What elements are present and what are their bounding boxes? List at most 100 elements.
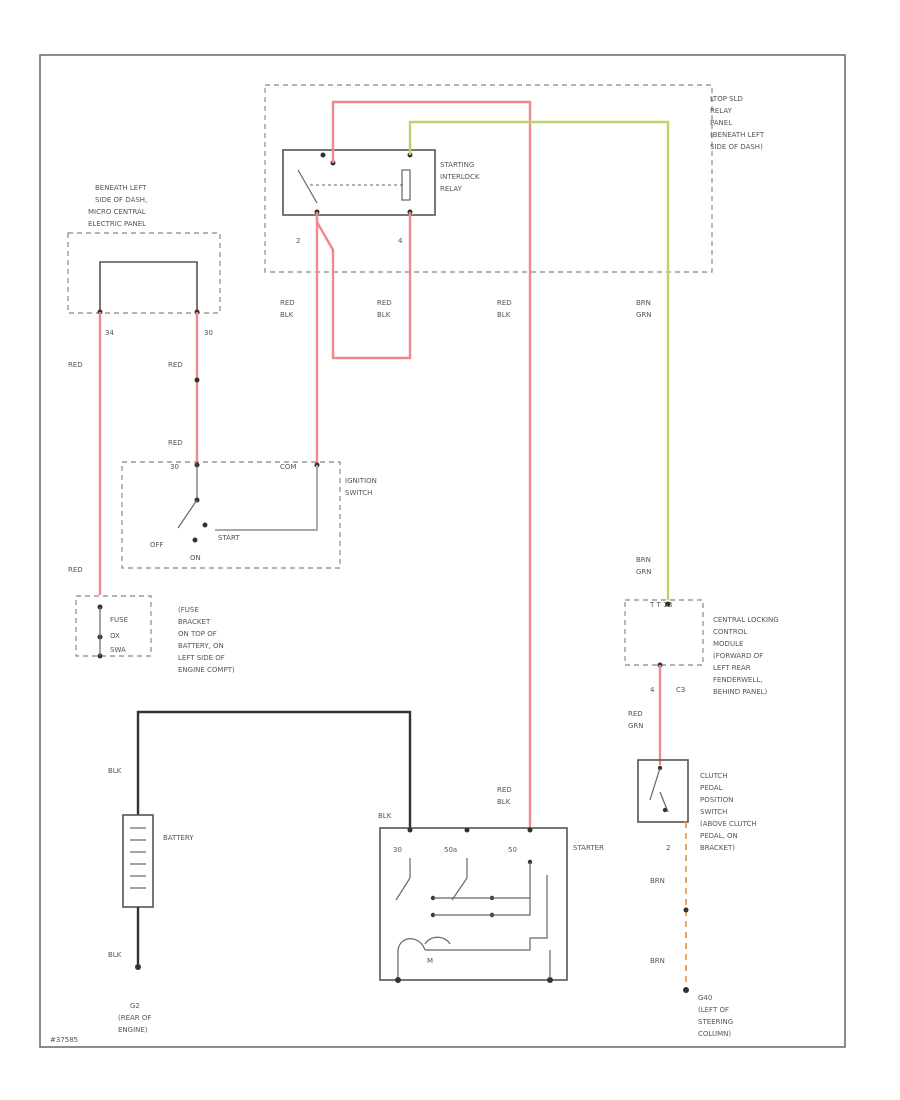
svg-text:BLK: BLK bbox=[497, 311, 511, 319]
svg-text:LEFT SIDE OF: LEFT SIDE OF bbox=[178, 654, 225, 662]
wire-label-red-grn: RED GRN bbox=[628, 710, 644, 730]
wire-label-brn-grn-1: BRN GRN bbox=[636, 299, 652, 319]
fuse-location-label: (FUSE BRACKET ON TOP OF BATTERY, ON LEFT… bbox=[178, 606, 235, 674]
diagram-frame bbox=[39, 54, 846, 1048]
central-locking-label: CENTRAL LOCKING CONTROL MODULE (FORWARD … bbox=[713, 616, 779, 696]
ignition-switch-box bbox=[121, 461, 341, 569]
svg-text:GRN: GRN bbox=[628, 722, 644, 730]
svg-text:SWITCH: SWITCH bbox=[345, 489, 372, 497]
svg-text:(BENEATH LEFT: (BENEATH LEFT bbox=[710, 131, 765, 139]
svg-text:SIDE OF DASH): SIDE OF DASH) bbox=[710, 143, 763, 151]
svg-text:(REAR OF: (REAR OF bbox=[118, 1014, 151, 1022]
svg-text:ENGINE): ENGINE) bbox=[118, 1026, 148, 1034]
svg-text:POSITION: POSITION bbox=[700, 796, 733, 804]
central-locking-module-box bbox=[624, 599, 704, 666]
svg-text:FENDERWELL,: FENDERWELL, bbox=[713, 676, 762, 684]
svg-text:G40: G40 bbox=[698, 994, 712, 1002]
starting-interlock-relay bbox=[282, 149, 436, 216]
ign-position-off: OFF bbox=[150, 541, 164, 549]
svg-text:RED: RED bbox=[280, 299, 295, 307]
wire-label-red-blk-2: RED BLK bbox=[377, 299, 392, 319]
svg-text:BENEATH LEFT: BENEATH LEFT bbox=[95, 184, 147, 192]
module-terminal-4: 4 bbox=[650, 686, 655, 694]
starting-relay-label: STARTING INTERLOCK RELAY bbox=[440, 161, 480, 193]
svg-text:(FORWARD OF: (FORWARD OF bbox=[713, 652, 763, 660]
svg-text:RED: RED bbox=[497, 299, 512, 307]
starter bbox=[379, 827, 568, 981]
svg-text:GRN: GRN bbox=[636, 311, 652, 319]
svg-text:BLK: BLK bbox=[497, 798, 511, 806]
battery-label: BATTERY bbox=[163, 834, 194, 842]
svg-text:RELAY: RELAY bbox=[440, 185, 463, 193]
ign-terminal-com: COM bbox=[280, 463, 296, 471]
svg-text:PEDAL, ON: PEDAL, ON bbox=[700, 832, 738, 840]
svg-text:MODULE: MODULE bbox=[713, 640, 743, 648]
module-connector-c3: C3 bbox=[676, 686, 685, 694]
wire-label-brn-2: BRN bbox=[650, 957, 665, 965]
central-electric-panel-box bbox=[67, 232, 221, 314]
starter-label: STARTER bbox=[573, 844, 604, 852]
clutch-pedal-switch bbox=[637, 759, 689, 823]
svg-text:RELAY: RELAY bbox=[710, 107, 733, 115]
panel-terminal-34: 34 bbox=[105, 329, 114, 337]
svg-text:PANEL: PANEL bbox=[710, 119, 732, 127]
svg-text:LEFT REAR: LEFT REAR bbox=[713, 664, 751, 672]
svg-text:BLK: BLK bbox=[377, 311, 391, 319]
wire-red-blk-starter bbox=[331, 100, 532, 830]
panel-terminal-30: 30 bbox=[204, 329, 213, 337]
ign-position-start: START bbox=[218, 534, 240, 542]
svg-text:CENTRAL LOCKING: CENTRAL LOCKING bbox=[713, 616, 779, 624]
diagram-code: #37585 bbox=[50, 1036, 78, 1044]
svg-text:(LEFT OF: (LEFT OF bbox=[698, 1006, 729, 1014]
svg-text:SWA: SWA bbox=[110, 646, 126, 654]
relay-panel-label: LTOP SLD RELAY PANEL (BENEATH LEFT SIDE … bbox=[710, 95, 765, 151]
relay-terminal-4: 4 bbox=[398, 237, 403, 245]
svg-text:SWITCH: SWITCH bbox=[700, 808, 727, 816]
svg-text:MICRO CENTRAL: MICRO CENTRAL bbox=[88, 208, 146, 216]
svg-text:ENGINE COMPT): ENGINE COMPT) bbox=[178, 666, 235, 674]
svg-text:SIDE OF DASH,: SIDE OF DASH, bbox=[95, 196, 147, 204]
starter-terminal-50a: 50a bbox=[444, 846, 457, 854]
svg-text:ON TOP OF: ON TOP OF bbox=[178, 630, 217, 638]
svg-text:BRACKET): BRACKET) bbox=[700, 844, 735, 852]
central-panel-label: BENEATH LEFT SIDE OF DASH, MICRO CENTRAL… bbox=[88, 184, 147, 228]
wire-red-blk-loop bbox=[315, 212, 412, 360]
wire-blk-battery-starter bbox=[136, 710, 412, 830]
ign-position-on: ON bbox=[190, 554, 201, 562]
svg-text:BEHIND PANEL): BEHIND PANEL) bbox=[713, 688, 768, 696]
wire-label-blk-battery: BLK bbox=[108, 767, 122, 775]
svg-text:STARTING: STARTING bbox=[440, 161, 474, 169]
svg-text:BRN: BRN bbox=[636, 556, 651, 564]
wire-label-brn-1: BRN bbox=[650, 877, 665, 885]
svg-text:OX: OX bbox=[110, 632, 120, 640]
wire-brn-grn-module bbox=[408, 120, 670, 600]
svg-text:INTERLOCK: INTERLOCK bbox=[440, 173, 480, 181]
svg-text:COLUMN): COLUMN) bbox=[698, 1030, 731, 1038]
svg-text:RED: RED bbox=[628, 710, 643, 718]
ground-g2-label: G2 (REAR OF ENGINE) bbox=[118, 1002, 151, 1034]
svg-text:G2: G2 bbox=[130, 1002, 140, 1010]
ign-terminal-30: 30 bbox=[170, 463, 179, 471]
wire-label-red-right-2: RED bbox=[168, 439, 183, 447]
wire-label-blk-starter: BLK bbox=[378, 812, 392, 820]
starter-motor-m: M bbox=[427, 957, 433, 965]
svg-text:IGNITION: IGNITION bbox=[345, 477, 377, 485]
wire-label-brn-grn-2: BRN GRN bbox=[636, 556, 652, 576]
wire-label-red-fuse: RED bbox=[68, 566, 83, 574]
svg-text:CONTROL: CONTROL bbox=[713, 628, 747, 636]
svg-text:GRN: GRN bbox=[636, 568, 652, 576]
relay-terminal-2: 2 bbox=[296, 237, 300, 245]
ground-g40-label: G40 (LEFT OF STEERING COLUMN) bbox=[698, 994, 733, 1038]
wire-label-red-blk-starter: RED BLK bbox=[497, 786, 512, 806]
battery bbox=[122, 814, 154, 908]
fuse-bracket-box bbox=[75, 595, 152, 657]
svg-text:(FUSE: (FUSE bbox=[178, 606, 199, 614]
svg-text:BRACKET: BRACKET bbox=[178, 618, 211, 626]
svg-text:STEERING: STEERING bbox=[698, 1018, 733, 1026]
svg-text:FUSE: FUSE bbox=[110, 616, 128, 624]
svg-text:(ABOVE CLUTCH: (ABOVE CLUTCH bbox=[700, 820, 757, 828]
ignition-switch-label: IGNITION SWITCH bbox=[345, 477, 377, 497]
starter-terminal-30: 30 bbox=[393, 846, 402, 854]
svg-text:LTOP SLD: LTOP SLD bbox=[710, 95, 743, 103]
